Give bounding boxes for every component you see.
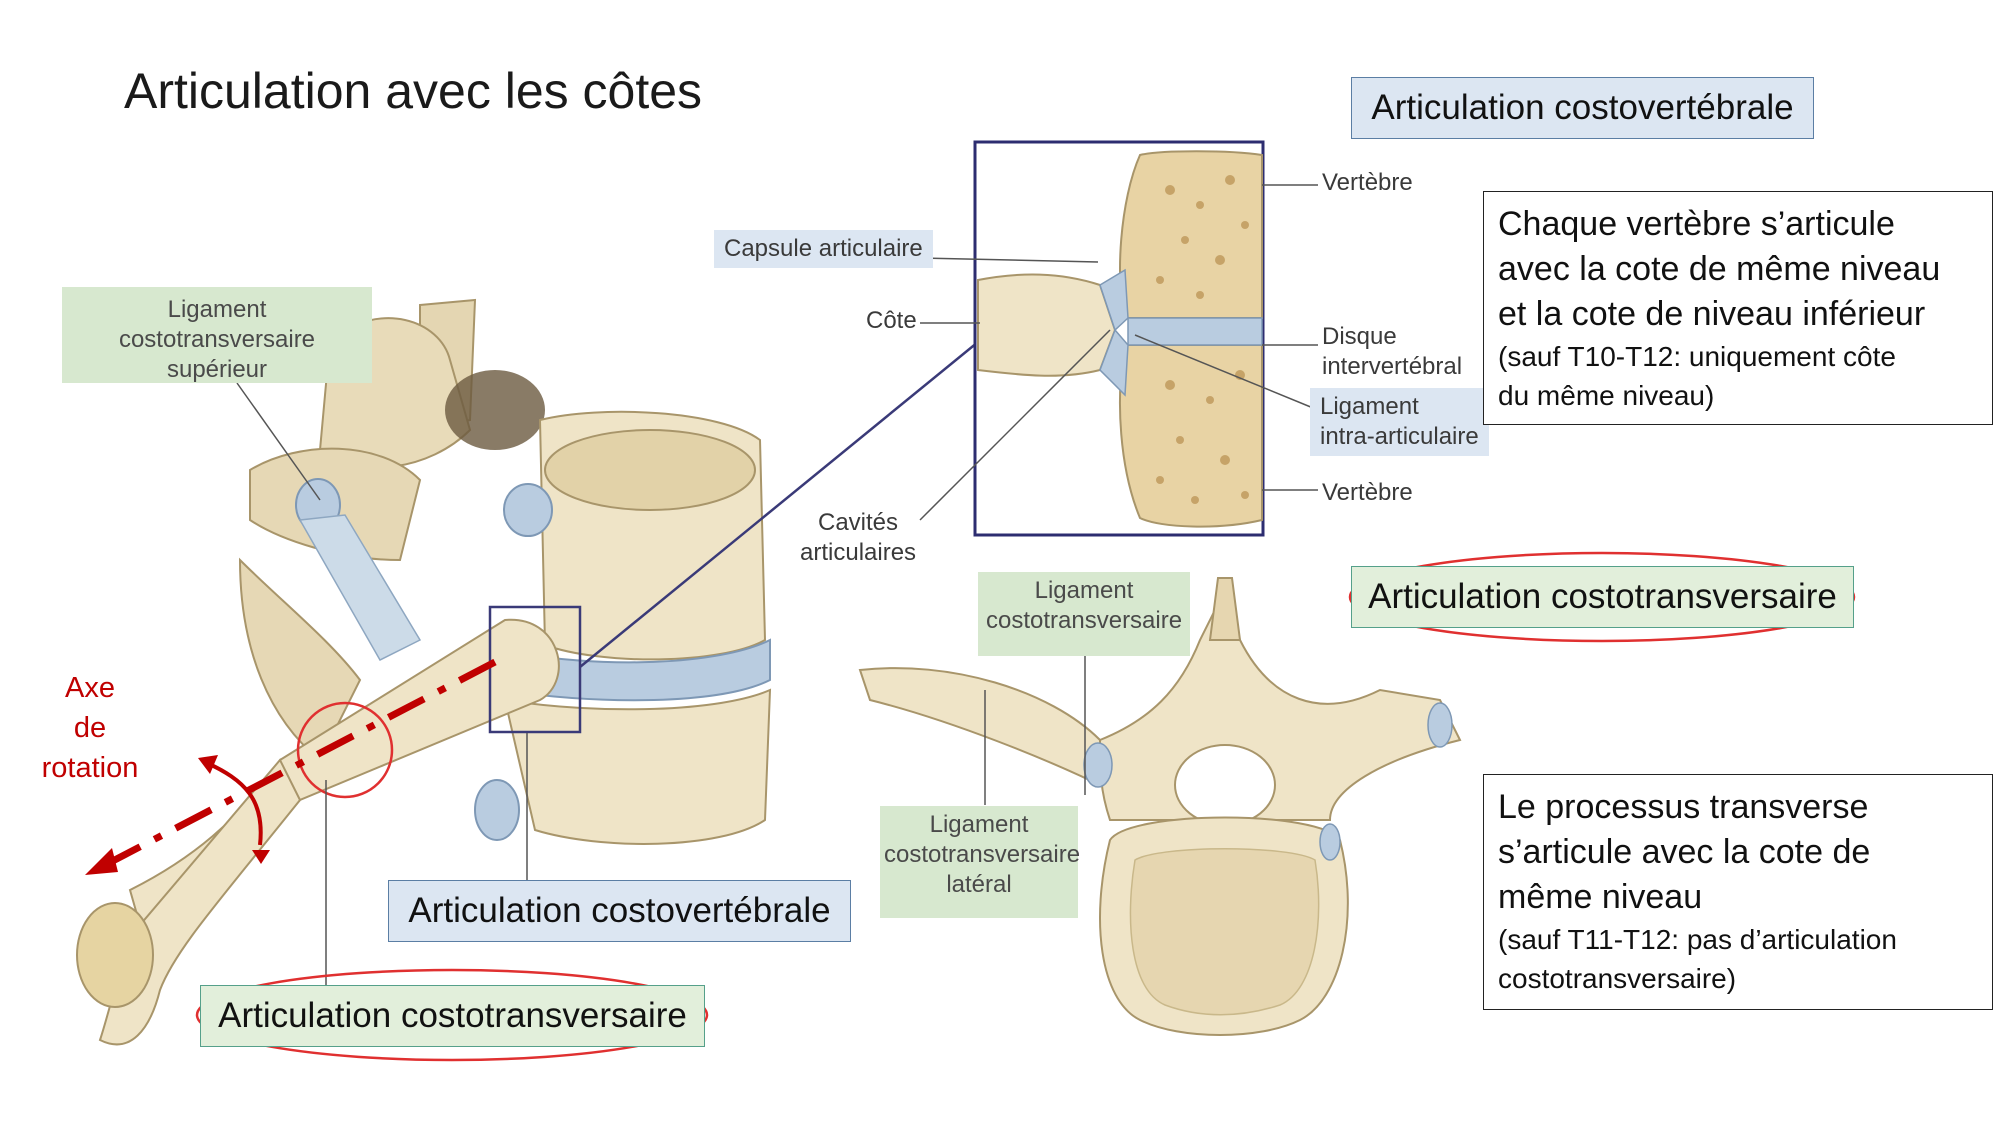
label-cavites: Cavités articulaires: [800, 509, 917, 566]
label-cote: Côte: [866, 307, 917, 334]
axis-rotation-label: Axe de rotation: [41, 672, 139, 784]
label-lig-intra: Ligament intra-articulaire: [1310, 388, 1489, 456]
tag-costotransversaire-bottom: Articulation costotransversaire: [200, 985, 705, 1047]
label-lig-lateral: Ligament costotransversaire latéral: [880, 806, 1080, 918]
detail-costovertebral-figure: [919, 140, 1319, 537]
label-capsule: Capsule articulaire: [714, 230, 933, 268]
superior-view-figure: [858, 577, 1462, 1036]
label-vertebre-top: Vertèbre: [1322, 169, 1413, 196]
tag-costovertebrale-top: Articulation costovertébrale: [1351, 77, 1814, 139]
tag-costotransversaire-top: Articulation costotransversaire: [1351, 566, 1854, 628]
label-lig-costotrans-sup: Ligament costotransversaire supérieur: [62, 287, 372, 383]
label-vertebre-bottom: Vertèbre: [1322, 479, 1413, 506]
tag-costovertebrale-bottom: Articulation costovertébrale: [388, 880, 851, 942]
label-lig-costotrans: Ligament costotransversaire: [978, 572, 1190, 656]
highlight-ellipse-top: [1348, 551, 1856, 643]
label-disque: Disque intervertébral: [1322, 323, 1463, 380]
page-title: Articulation avec les côtes: [124, 63, 703, 119]
note-costovertebrale: Chaque vertèbre s’articule avec la cote …: [1483, 191, 1993, 425]
note-costotransversaire: Le processus transverse s’articule avec …: [1483, 774, 1993, 1010]
highlight-ellipse-bottom: [195, 968, 709, 1062]
left-vertebra-figure: [76, 298, 979, 1046]
